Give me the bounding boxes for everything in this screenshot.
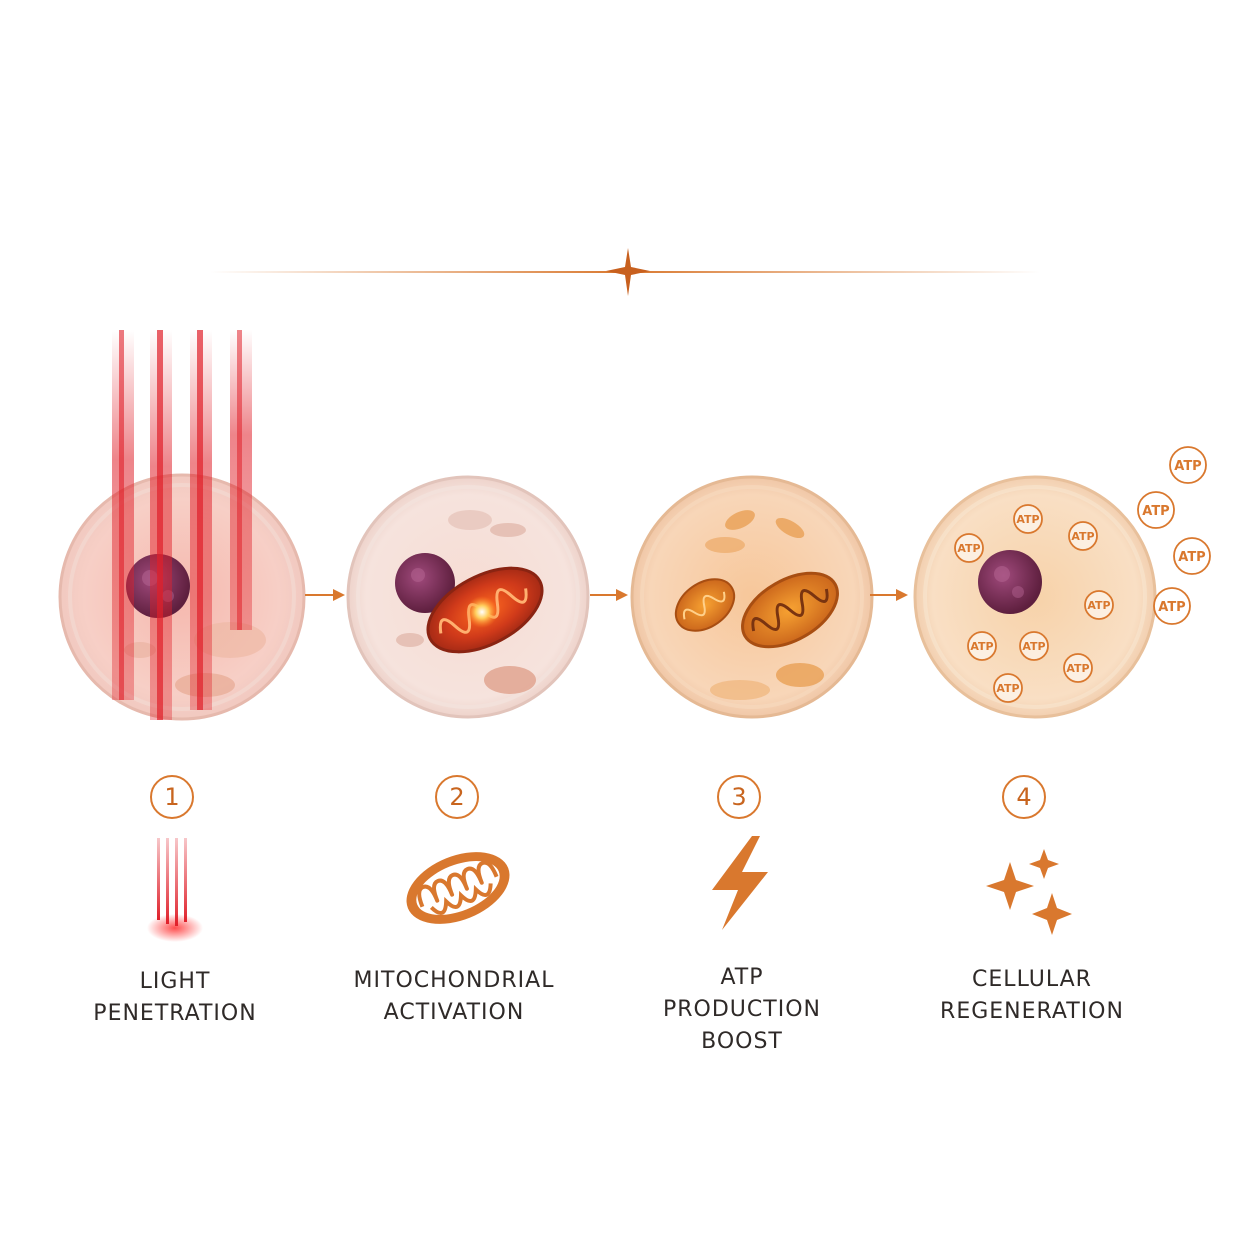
arrow-2-to-3: [590, 589, 628, 601]
atp-badges: ATP ATP ATP ATP ATP ATP ATP ATP ATP ATP ATP ATP: [954, 446, 1211, 703]
nucleus: [395, 553, 455, 613]
atp-badge-label: ATP: [957, 542, 980, 555]
arrow-3-to-4: [870, 589, 908, 601]
atp-badge: ATP: [1013, 504, 1043, 534]
atp-badge-label: ATP: [1142, 504, 1169, 519]
atp-badge: ATP: [1019, 631, 1049, 661]
step-2-label-line: MITOCHONDRIAL: [353, 968, 555, 993]
atp-badge-label: ATP: [1087, 599, 1110, 612]
atp-badge-label: ATP: [1174, 459, 1201, 474]
step-4-label: CELLULAR REGENERATION: [902, 964, 1162, 1028]
atp-badge: ATP: [1169, 446, 1207, 484]
atp-badge: ATP: [1173, 537, 1211, 575]
cell-mitochondrial-activation: [346, 475, 590, 719]
atp-badge-label: ATP: [1178, 550, 1205, 565]
mitochondrion-left: [674, 578, 736, 632]
atp-badge: ATP: [1084, 590, 1114, 620]
atp-badge-label: ATP: [1022, 640, 1045, 653]
atp-badge: ATP: [954, 533, 984, 563]
step-4-number: 4: [1002, 775, 1046, 819]
step-4-label-line: REGENERATION: [940, 999, 1124, 1024]
laser-beams: [112, 330, 252, 720]
atp-badge: ATP: [1137, 491, 1175, 529]
cell-atp-production: [630, 475, 874, 719]
step-3-label-line: BOOST: [701, 1029, 783, 1054]
step-3-label: ATP PRODUCTION BOOST: [612, 962, 872, 1058]
mitochondrion-icon: [406, 852, 510, 924]
atp-badge: ATP: [967, 631, 997, 661]
nucleus: [978, 550, 1042, 614]
arrow-1-to-2: [305, 589, 345, 601]
step-1-label-line: PENETRATION: [93, 1001, 257, 1026]
step-4-label-line: CELLULAR: [972, 967, 1092, 992]
step-2-label: MITOCHONDRIAL ACTIVATION: [324, 965, 584, 1029]
step-1-label-line: LIGHT: [139, 969, 211, 994]
activation-spark: [466, 596, 498, 628]
cell-light-penetration: [58, 330, 306, 721]
atp-badge-label: ATP: [1066, 662, 1089, 675]
laser-beams-icon: [147, 838, 203, 942]
atp-badge: ATP: [1153, 587, 1191, 625]
header-divider: [210, 248, 1040, 296]
step-2-label-line: ACTIVATION: [383, 1000, 525, 1025]
atp-badge: ATP: [1063, 653, 1093, 683]
mitochondrion-right: [741, 571, 839, 649]
atp-badge-label: ATP: [970, 640, 993, 653]
atp-badge-label: ATP: [1071, 530, 1094, 543]
atp-badge-label: ATP: [1158, 600, 1185, 615]
step-3-number: 3: [717, 775, 761, 819]
step-3-label-line: PRODUCTION: [663, 997, 821, 1022]
atp-badge: ATP: [993, 673, 1023, 703]
sparkles-icon: [986, 849, 1072, 935]
step-3-label-line: ATP: [720, 965, 764, 990]
atp-badge: ATP: [1068, 521, 1098, 551]
atp-badge-label: ATP: [1016, 513, 1039, 526]
star-ornament-icon: [606, 248, 650, 296]
step-1-label: LIGHT PENETRATION: [45, 966, 305, 1030]
step-2-number: 2: [435, 775, 479, 819]
step-1-number: 1: [150, 775, 194, 819]
lightning-bolt-icon: [712, 836, 768, 930]
atp-badge-label: ATP: [996, 682, 1019, 695]
